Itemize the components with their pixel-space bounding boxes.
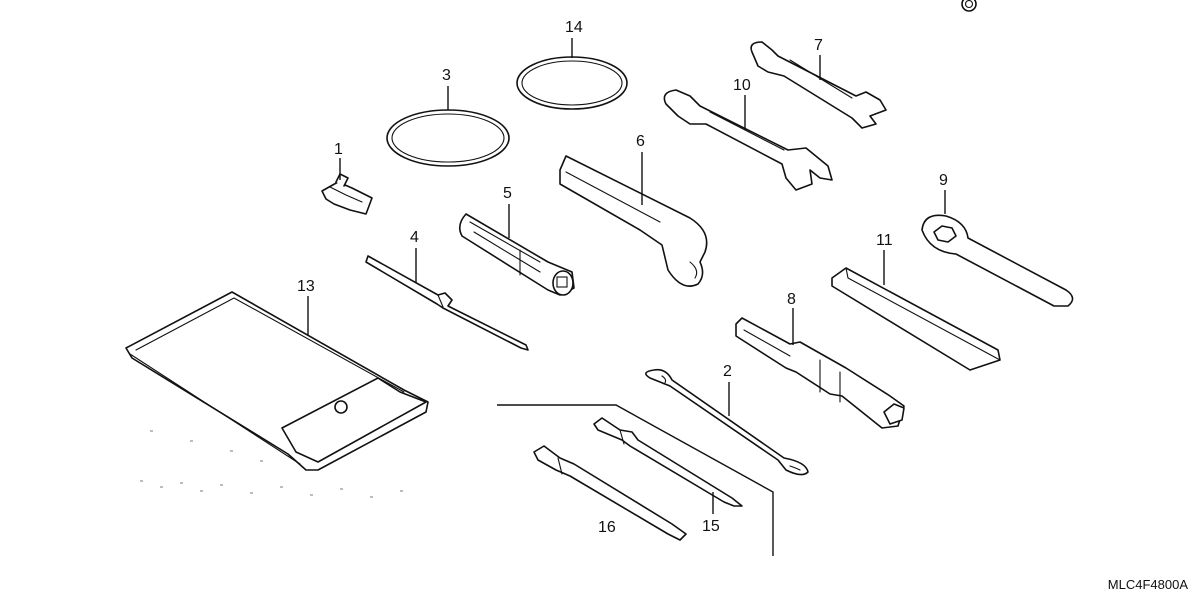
label-4: 4 — [410, 229, 419, 246]
part-6-pin-spanner[interactable]: 6 — [559, 133, 708, 287]
part-11-flat-bar[interactable]: 11 — [831, 232, 1001, 371]
part-9-ring-wrench[interactable]: 9 — [921, 172, 1074, 307]
label-3: 3 — [442, 67, 451, 84]
part-7-wrench[interactable]: 7 — [750, 37, 887, 129]
label-2: 2 — [723, 363, 732, 380]
part-10-wrench[interactable]: 10 — [663, 77, 833, 191]
label-7: 7 — [814, 37, 823, 54]
part-3-o-ring[interactable]: 3 — [386, 67, 510, 167]
part-12-group-bracket — [497, 404, 774, 556]
label-13: 13 — [297, 278, 315, 295]
label-9: 9 — [939, 172, 948, 189]
part-8-socket-wrench[interactable]: 8 — [735, 291, 905, 429]
part-5-handle[interactable]: 5 — [458, 185, 575, 296]
small-ring-part — [961, 0, 977, 12]
part-15-screwdriver[interactable]: 15 — [593, 417, 743, 535]
part-13-tool-bag[interactable]: 13 — [125, 278, 429, 471]
label-1: 1 — [334, 141, 343, 158]
label-14: 14 — [565, 19, 583, 36]
part-4-screwdriver[interactable]: 4 — [365, 229, 529, 351]
label-5: 5 — [503, 185, 512, 202]
part-14-o-ring[interactable]: 14 — [516, 19, 628, 110]
label-8: 8 — [787, 291, 796, 308]
part-16-screwdriver[interactable]: 16 — [533, 445, 687, 541]
part-2-cable[interactable]: 2 — [645, 363, 809, 476]
label-16: 16 — [598, 519, 616, 536]
part-1-clip[interactable]: 1 — [321, 141, 373, 215]
label-15: 15 — [702, 518, 720, 535]
drawing-code: MLC4F4800A — [1107, 577, 1188, 592]
label-10: 10 — [733, 77, 751, 94]
stipple-texture — [140, 430, 403, 498]
label-11: 11 — [876, 232, 893, 249]
label-6: 6 — [636, 133, 645, 150]
